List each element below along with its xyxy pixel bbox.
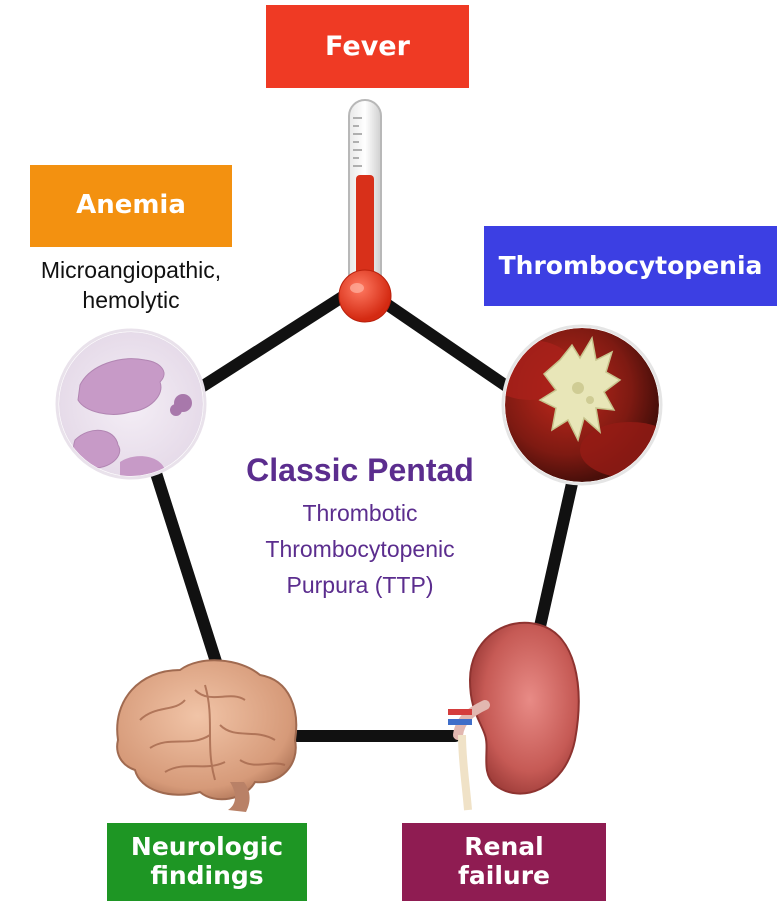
center-line-1: Thrombotic [200, 500, 520, 527]
kidney-icon [448, 623, 579, 810]
anemia-label: Anemia [76, 191, 186, 221]
anemia-subtitle: Microangiopathic, hemolytic [2, 256, 260, 316]
anemia-subtitle-line2: hemolytic [82, 287, 179, 313]
anemia-label-box: Anemia [30, 165, 232, 247]
center-title: Classic Pentad [200, 452, 520, 489]
renal-label-line2: failure [458, 862, 550, 891]
thrombocytopenia-label-box: Thrombocytopenia [484, 226, 777, 306]
center-line-2: Thrombocytopenic [200, 536, 520, 563]
fever-label-box: Fever [266, 5, 469, 88]
center-line-3: Purpura (TTP) [200, 572, 520, 599]
brain-icon [117, 660, 296, 812]
renal-label-box: Renal failure [402, 823, 606, 901]
thrombocytopenia-label: Thrombocytopenia [499, 252, 763, 281]
renal-label-line1: Renal [464, 833, 543, 862]
fever-label: Fever [325, 31, 410, 62]
neurologic-label-box: Neurologic findings [107, 823, 307, 901]
neurologic-label-line2: findings [150, 862, 263, 891]
thermometer-icon [339, 100, 391, 322]
neurologic-label-line1: Neurologic [131, 833, 283, 862]
red-cell-smear-icon [57, 330, 205, 480]
anemia-subtitle-line1: Microangiopathic, [41, 257, 221, 283]
